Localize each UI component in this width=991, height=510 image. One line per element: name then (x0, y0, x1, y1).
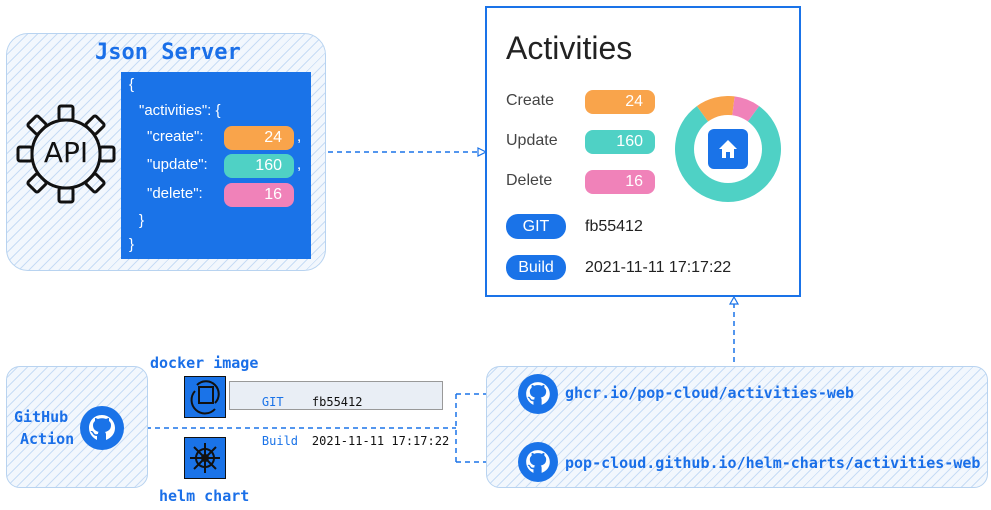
update-label: Update (506, 132, 558, 149)
helm-chart-label: helm chart (159, 487, 250, 505)
code-comma-create: , (297, 128, 302, 145)
git-value: fb55412 (585, 218, 643, 235)
create-value: 24 (585, 90, 655, 114)
docker-git-value: fb55412 (311, 395, 363, 409)
github-icon (80, 406, 124, 450)
api-gear-icon: API (12, 100, 120, 208)
home-icon (708, 129, 748, 169)
build-tag: Build (506, 255, 566, 280)
docker-build-key: Build (261, 434, 299, 448)
code-delete-value: 16 (224, 183, 294, 207)
github-action-line1: GitHub (14, 408, 69, 426)
docker-image-info: GIT fb55412 Build 2021-11-11 17:17:22 (229, 381, 449, 448)
code-inner-close: } (139, 212, 145, 229)
docker-build-value: 2021-11-11 17:17:22 (311, 434, 450, 448)
helm-wheel-icon (184, 437, 226, 479)
api-label: API (43, 136, 89, 169)
delete-label: Delete (506, 172, 553, 189)
code-update-value: 160 (224, 154, 294, 178)
git-tag: GIT (506, 214, 566, 239)
docker-image-label: docker image (150, 354, 259, 372)
update-value: 160 (585, 130, 655, 154)
helm-repo-github-icon (518, 442, 558, 482)
code-create-value: 24 (224, 126, 294, 150)
code-comma-update: , (297, 156, 302, 173)
build-value: 2021-11-11 17:17:22 (585, 259, 732, 276)
json-code-block: { "activities": { "create": "update": "d… (121, 72, 311, 259)
code-open-brace: { (129, 76, 135, 93)
code-outer-close: } (129, 236, 135, 253)
activities-card: Activities Create 24 Update 160 Delete 1… (485, 6, 801, 297)
ghcr-path[interactable]: ghcr.io/pop-cloud/activities-web (565, 384, 854, 402)
github-action-line2: Action (20, 430, 75, 448)
code-update-key: "update": (147, 156, 208, 173)
delete-value: 16 (585, 170, 655, 194)
helm-repo-path[interactable]: pop-cloud.github.io/helm-charts/activiti… (565, 454, 981, 472)
ghcr-github-icon (518, 374, 558, 414)
code-delete-key: "delete": (147, 185, 203, 202)
docker-git-key: GIT (261, 395, 284, 409)
create-label: Create (506, 92, 555, 109)
registries-panel (486, 366, 988, 488)
activities-title: Activities (506, 30, 633, 66)
github-action-panel (6, 366, 148, 488)
code-create-key: "create": (147, 128, 204, 145)
json-server-title: Json Server (95, 40, 241, 65)
docker-image-icon (184, 376, 226, 418)
code-activities-key: "activities": { (139, 102, 221, 119)
